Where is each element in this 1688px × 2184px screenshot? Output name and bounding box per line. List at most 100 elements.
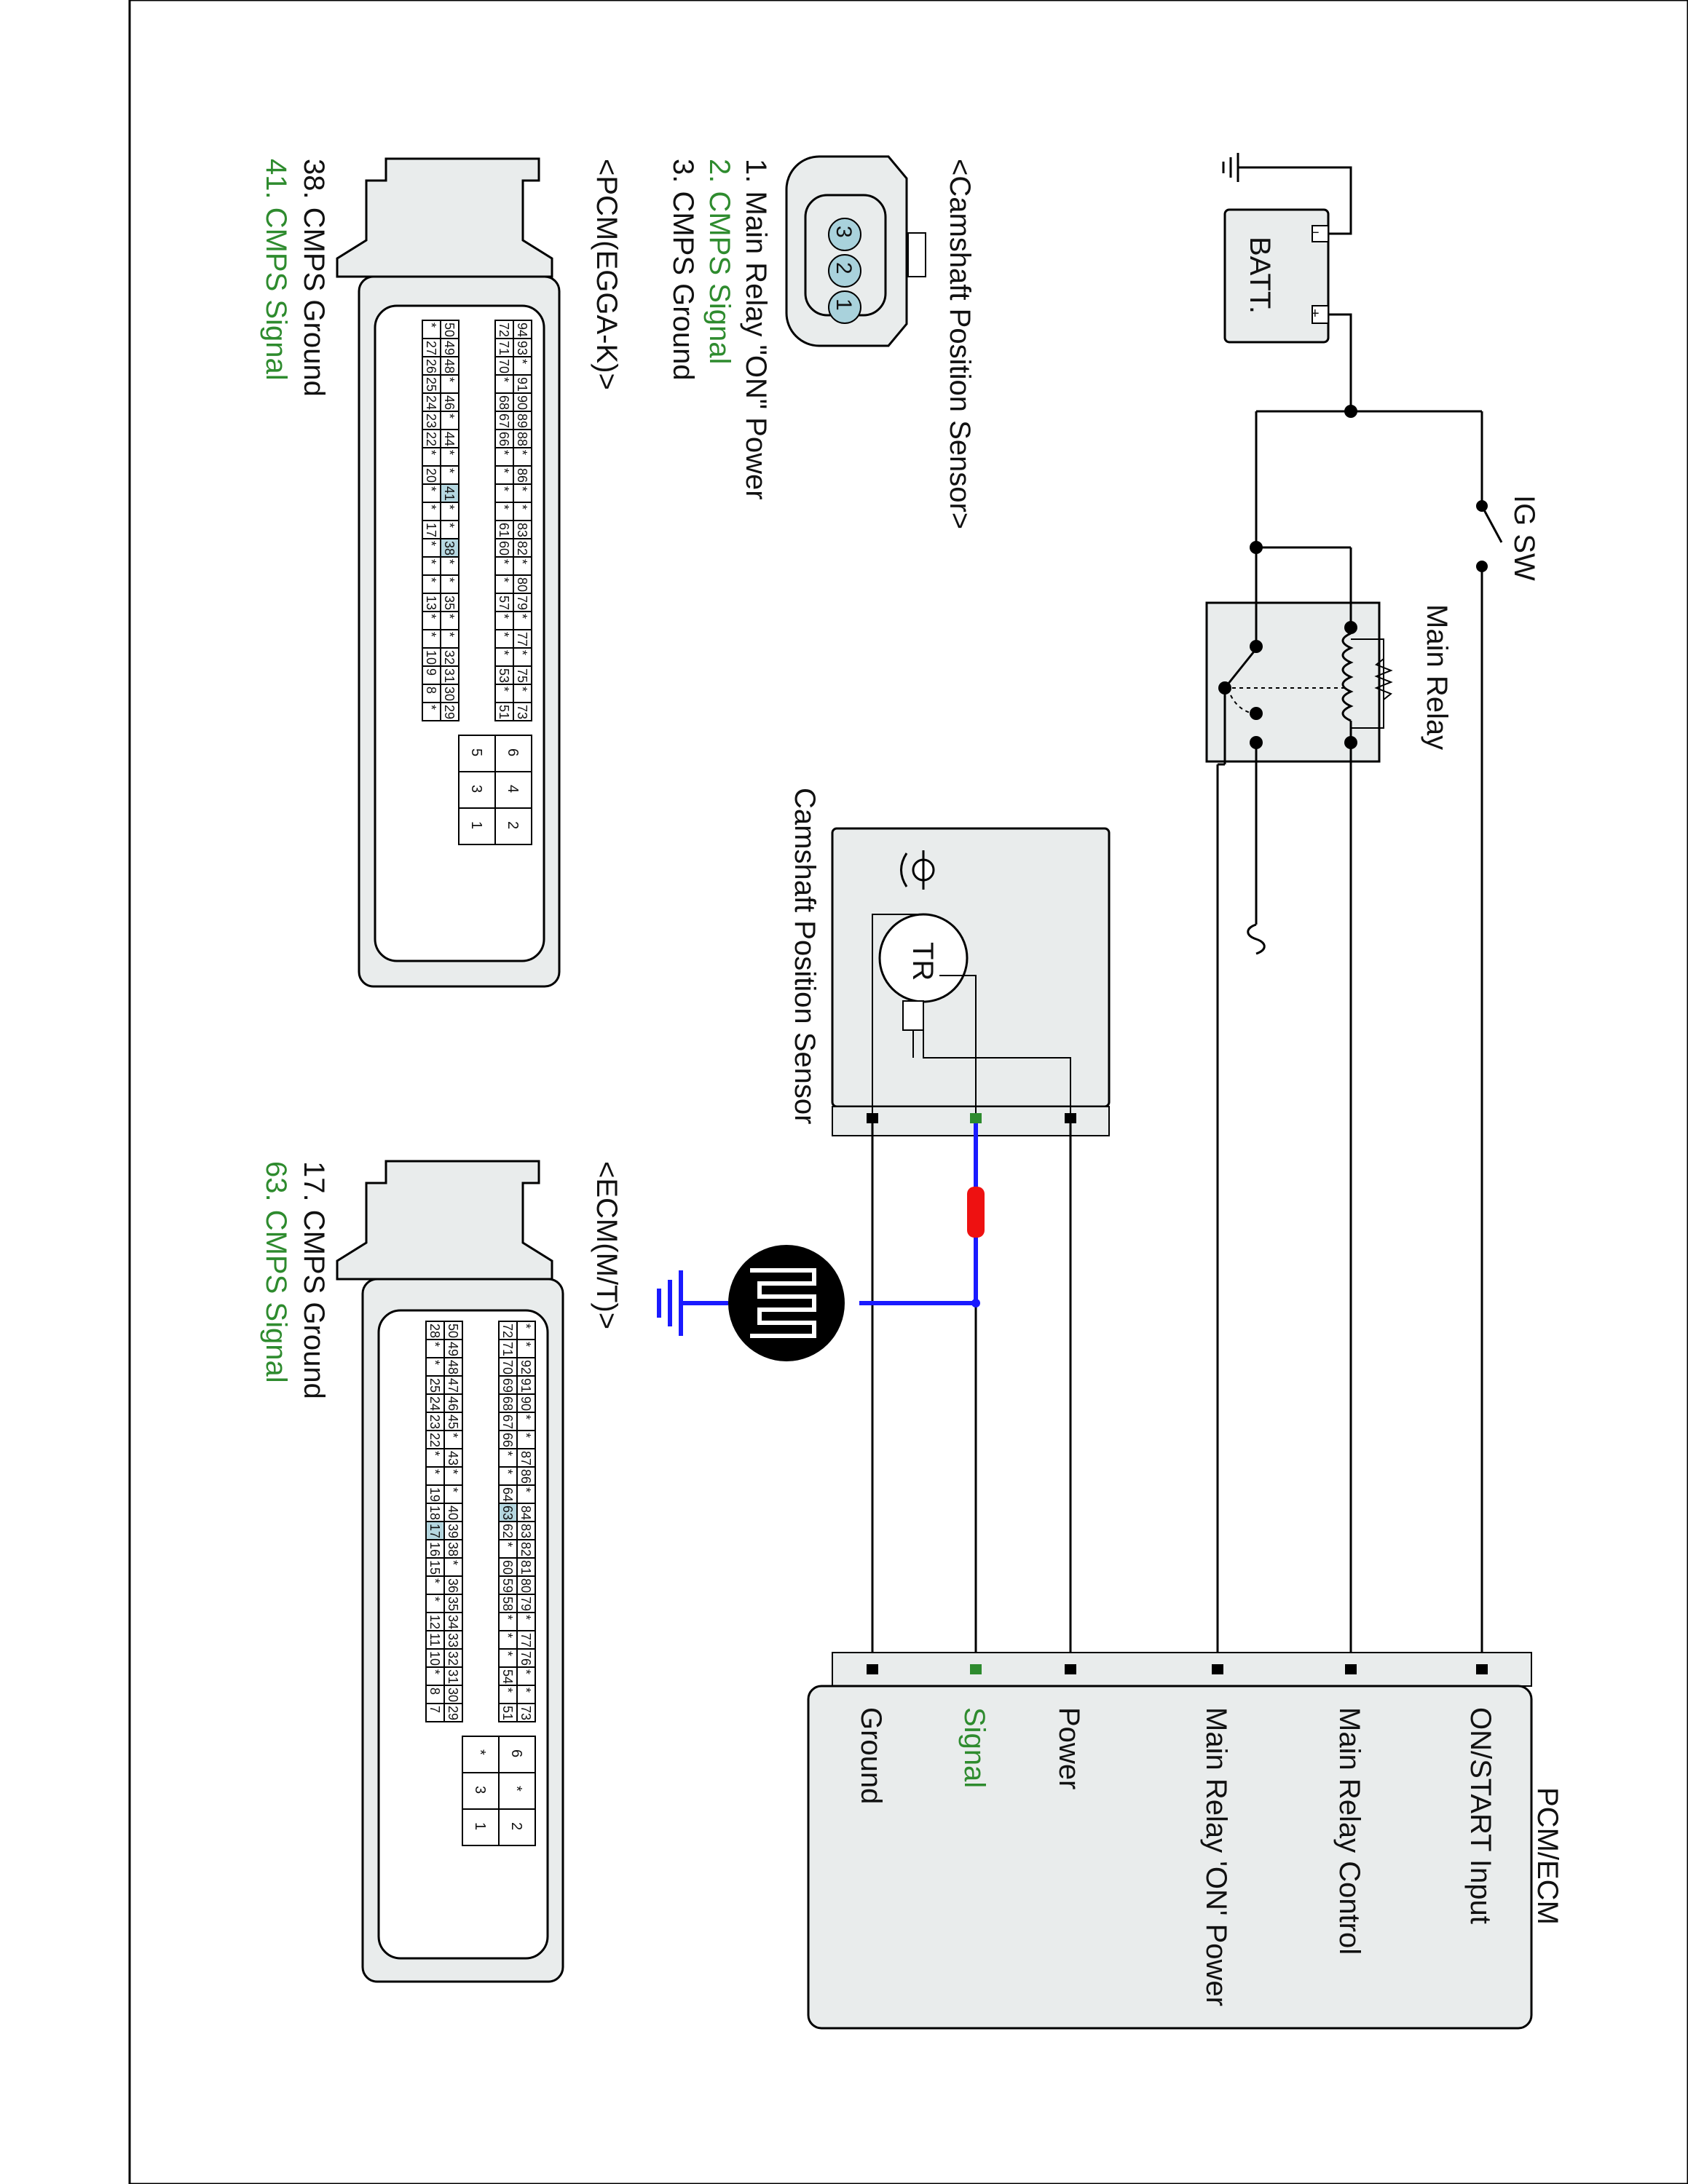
ecm-pin-cell bbox=[425, 1539, 445, 1559]
ecm-pin-label: 30 bbox=[446, 1688, 460, 1702]
main-relay: Main Relay bbox=[1205, 411, 1453, 763]
ecm-pin-label: 18 bbox=[427, 1506, 442, 1520]
ecm-pin-cell bbox=[516, 1321, 536, 1340]
pcm-pin-cell bbox=[440, 665, 460, 685]
ecm-legend-1: 17. CMPS Ground bbox=[298, 1161, 330, 1399]
pcm-pin-label: * bbox=[497, 505, 511, 510]
pcm-pin-label: 49 bbox=[442, 341, 457, 355]
ecm-pin-label: 63 bbox=[500, 1506, 515, 1520]
ecm-pin-cell bbox=[516, 1339, 536, 1358]
ecm-pin-label: 35 bbox=[446, 1597, 460, 1611]
pcm-pin-cell bbox=[422, 702, 441, 721]
ecm-pin-label: * bbox=[427, 1451, 442, 1456]
pcm-pin-cell bbox=[494, 502, 514, 521]
battery-label: BATT. bbox=[1244, 237, 1276, 314]
ecm-pin-label: 73 bbox=[518, 1706, 533, 1720]
pcm-pin-label: 72 bbox=[497, 323, 511, 337]
ecm-pin-label: 24 bbox=[427, 1396, 442, 1411]
pcm-pin-label: * bbox=[424, 577, 438, 582]
ecm-pin-label: 29 bbox=[446, 1706, 460, 1720]
pcm-pin-cell bbox=[513, 629, 532, 649]
pcm-pin-cell bbox=[422, 520, 441, 539]
ecm-pin-label: 90 bbox=[518, 1396, 533, 1411]
pcm-pin-cell bbox=[422, 593, 441, 612]
pcm-pin-label: * bbox=[515, 505, 529, 510]
ecm-pin-label: * bbox=[518, 1324, 533, 1329]
pcm-pin-label: * bbox=[442, 450, 457, 455]
pcm-pin-label: 23 bbox=[424, 414, 438, 428]
pcm-pin-label: * bbox=[497, 450, 511, 455]
pcm-pin-label: * bbox=[515, 650, 529, 655]
ecm-pin-label: 25 bbox=[427, 1378, 442, 1393]
ecm-pin-label: 70 bbox=[500, 1360, 515, 1374]
terminal-ground: Ground bbox=[855, 1707, 887, 1804]
pcm-pin-label: * bbox=[442, 577, 457, 582]
ecm-pin-cell bbox=[498, 1357, 518, 1377]
ecm-power-pin-cell bbox=[462, 1808, 500, 1846]
ecm-pin-cell bbox=[516, 1448, 536, 1468]
ecm-pin-label: 19 bbox=[427, 1487, 442, 1502]
pcm-pin-label: 13 bbox=[424, 596, 438, 610]
pcm-pin-label: 20 bbox=[424, 468, 438, 483]
camshaft-position-sensor: TR Camshaft Position Sensor bbox=[789, 788, 1111, 1136]
pcm-power-pin-label: 5 bbox=[468, 748, 484, 756]
pcm-pin-label: * bbox=[424, 705, 438, 710]
ecm-pin-label: * bbox=[518, 1669, 533, 1674]
ecm-pin-label: 69 bbox=[500, 1378, 515, 1393]
pcm-pin-label: 46 bbox=[442, 395, 457, 410]
pcm-pin-label: 30 bbox=[442, 687, 457, 701]
ecm-pin-label: 10 bbox=[427, 1651, 442, 1666]
ecm-pin-cell bbox=[443, 1648, 463, 1668]
ecm-pin-label: * bbox=[446, 1560, 460, 1565]
pcm-pin-label: 86 bbox=[515, 468, 529, 483]
pcm-pin-label: * bbox=[515, 559, 529, 564]
tr-label: TR bbox=[907, 942, 939, 981]
pcm-pin-label: * bbox=[424, 450, 438, 455]
pcm-pin-cell bbox=[494, 684, 514, 703]
ecm-pin-label: * bbox=[427, 1578, 442, 1583]
ecm-pin-label: * bbox=[500, 1542, 515, 1547]
pcm-pin-label: * bbox=[497, 650, 511, 655]
pcm-pin-cell bbox=[440, 538, 460, 558]
pcm-pin-label: * bbox=[424, 559, 438, 564]
ecm-pin-label: 47 bbox=[446, 1378, 460, 1393]
ecm-power-pin-cell bbox=[498, 1808, 536, 1846]
pcm-pin-label: 80 bbox=[515, 577, 529, 592]
ecm-pin-cell bbox=[425, 1412, 445, 1431]
pcm-pin-label: * bbox=[497, 468, 511, 473]
ecm-pin-label: 28 bbox=[427, 1324, 442, 1338]
ecm-pin-label: 46 bbox=[446, 1396, 460, 1411]
pcm-pin-label: 88 bbox=[515, 432, 529, 446]
ecm-pin-cell bbox=[425, 1630, 445, 1650]
pcm-pin-label: 70 bbox=[497, 359, 511, 373]
ecm-pin-cell bbox=[516, 1594, 536, 1613]
pcm-pin-label: 73 bbox=[515, 705, 529, 719]
pcm-pin-label: 79 bbox=[515, 596, 529, 610]
ecm-connector-face: **929190**8786*848382818079*7776**737271… bbox=[336, 1160, 564, 1983]
ecm-pin-cell bbox=[425, 1484, 445, 1504]
ecm-pin-label: 68 bbox=[500, 1396, 515, 1411]
pcm-pin-grid: 9493*91908988*86**8382*8079*77*75*737271… bbox=[422, 320, 532, 845]
ecm-pin-label: * bbox=[446, 1433, 460, 1438]
sensor-pin-3: 3 bbox=[832, 226, 856, 238]
pcm-pin-cell bbox=[494, 374, 514, 394]
ecm-pin-label: 64 bbox=[500, 1487, 515, 1502]
pcm-pin-label: 60 bbox=[497, 541, 511, 555]
ecm-pin-cell bbox=[498, 1575, 518, 1595]
ecm-pin-cell bbox=[516, 1612, 536, 1631]
pcm-pin-label: 90 bbox=[515, 395, 529, 410]
ecm-pin-cell bbox=[425, 1375, 445, 1395]
ecm-pin-label: 32 bbox=[446, 1651, 460, 1666]
terminal-main-relay-control: Main Relay Control bbox=[1333, 1707, 1365, 1955]
sensor-pin-2: 2 bbox=[832, 262, 856, 274]
ecm-pin-label: 71 bbox=[500, 1342, 515, 1356]
pcm-pin-label: 10 bbox=[424, 650, 438, 665]
ecm-pin-cell bbox=[425, 1503, 445, 1522]
ecm-pin-label: 67 bbox=[500, 1415, 515, 1429]
pcm-pin-label: 29 bbox=[442, 705, 457, 719]
ecm-pin-cell bbox=[498, 1339, 518, 1358]
ecm-pin-label: 15 bbox=[427, 1560, 442, 1575]
pcm-pin-label: * bbox=[424, 541, 438, 546]
ecm-pin-cell bbox=[425, 1703, 445, 1722]
ecm-pin-label: * bbox=[500, 1451, 515, 1456]
